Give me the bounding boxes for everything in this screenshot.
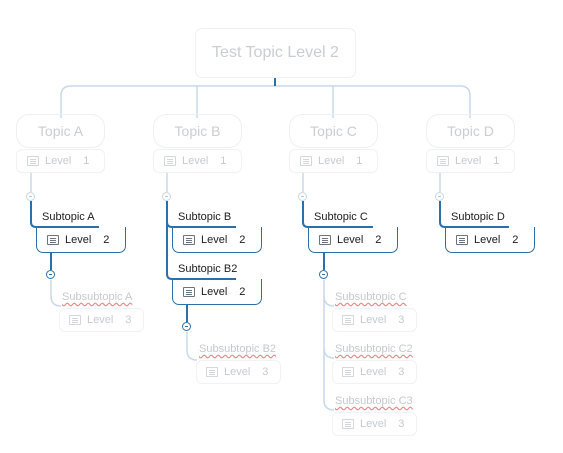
notes-icon <box>456 234 468 245</box>
subsubtopic-c2-title[interactable]: Subsubtopic C2 <box>335 343 413 355</box>
subtopic-b2-title[interactable]: Subtopic B2 <box>178 263 238 275</box>
notes-icon <box>342 315 354 325</box>
subtopic-c-title[interactable]: Subtopic C <box>314 211 368 223</box>
notes-icon <box>27 156 39 166</box>
topic-a-level[interactable]: Level 1 <box>16 149 105 173</box>
subtopic-a-level[interactable]: Level 2 <box>36 227 126 253</box>
collapse-toggle-icon[interactable] <box>319 270 328 279</box>
collapse-toggle-icon[interactable] <box>435 192 444 201</box>
topic-b[interactable]: Topic B <box>153 114 242 148</box>
notes-icon <box>206 367 218 377</box>
notes-icon <box>69 315 81 325</box>
subsubtopic-c3-level[interactable]: Level 3 <box>332 412 417 436</box>
topic-c-level[interactable]: Level 1 <box>289 149 378 173</box>
notes-icon <box>342 419 354 429</box>
topic-d-level[interactable]: Level 1 <box>426 149 515 173</box>
subtopic-b-title[interactable]: Subtopic B <box>178 211 232 223</box>
central-topic[interactable]: Test Topic Level 2 <box>195 28 356 78</box>
subsubtopic-b2-title[interactable]: Subsubtopic B2 <box>199 343 277 355</box>
notes-icon <box>47 234 59 245</box>
notes-icon <box>183 234 195 245</box>
collapse-toggle-icon[interactable] <box>182 322 191 331</box>
notes-icon <box>342 367 354 377</box>
collapse-toggle-icon[interactable] <box>46 270 55 279</box>
notes-icon <box>319 234 331 245</box>
notes-icon <box>183 286 195 297</box>
subsubtopic-c-level[interactable]: Level 3 <box>332 308 417 332</box>
subsubtopic-c-title[interactable]: Subsubtopic C <box>335 291 407 303</box>
subsubtopic-c2-level[interactable]: Level 3 <box>332 360 417 384</box>
subtopic-d-title[interactable]: Subtopic D <box>451 211 505 223</box>
notes-icon <box>300 156 312 166</box>
subsubtopic-a-title[interactable]: Subsubtopic A <box>62 291 133 303</box>
notes-icon <box>164 156 176 166</box>
subtopic-b2-level[interactable]: Level 2 <box>172 279 262 305</box>
collapse-toggle-icon[interactable] <box>298 192 307 201</box>
subsubtopic-c3-title[interactable]: Subsubtopic C3 <box>335 395 413 407</box>
subsubtopic-a-level[interactable]: Level 3 <box>59 308 144 332</box>
subsubtopic-b2-level[interactable]: Level 3 <box>196 360 281 384</box>
collapse-toggle-icon[interactable] <box>162 192 171 201</box>
subtopic-c-level[interactable]: Level 2 <box>308 227 398 253</box>
topic-a[interactable]: Topic A <box>16 114 105 148</box>
subtopic-d-level[interactable]: Level 2 <box>445 227 535 253</box>
topic-b-level[interactable]: Level 1 <box>153 149 242 173</box>
topic-d[interactable]: Topic D <box>426 114 515 148</box>
notes-icon <box>437 156 449 166</box>
subtopic-a-title[interactable]: Subtopic A <box>42 211 95 223</box>
subtopic-b-level[interactable]: Level 2 <box>172 227 262 253</box>
topic-c[interactable]: Topic C <box>289 114 378 148</box>
collapse-toggle-icon[interactable] <box>26 192 35 201</box>
